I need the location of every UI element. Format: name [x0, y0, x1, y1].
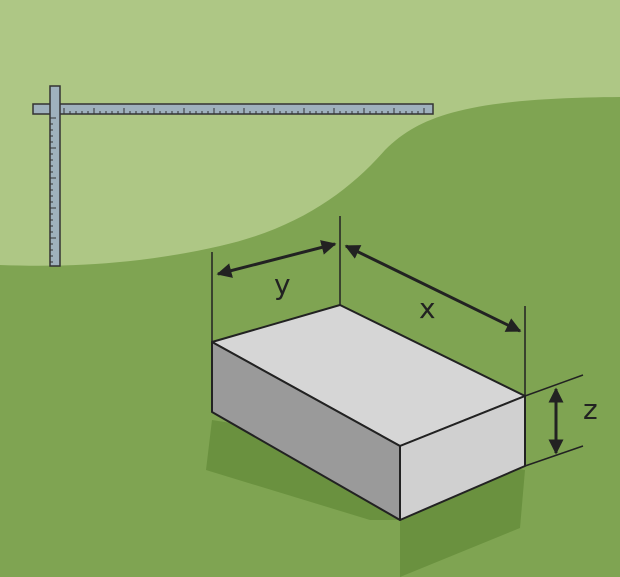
dimension-arrows [216, 240, 564, 455]
y-dimension-arrow [216, 240, 337, 278]
folding-ruler-icon [32, 85, 434, 267]
y-label: y [274, 268, 291, 301]
ruler-vertical [49, 85, 61, 267]
box [211, 304, 526, 521]
x-dimension-arrow [344, 244, 522, 333]
ruler-horizontal [32, 103, 434, 115]
extension-lines [211, 216, 584, 467]
ruler-ticks [50, 108, 425, 263]
z-label: z [583, 393, 598, 426]
x-label: x [419, 292, 436, 325]
